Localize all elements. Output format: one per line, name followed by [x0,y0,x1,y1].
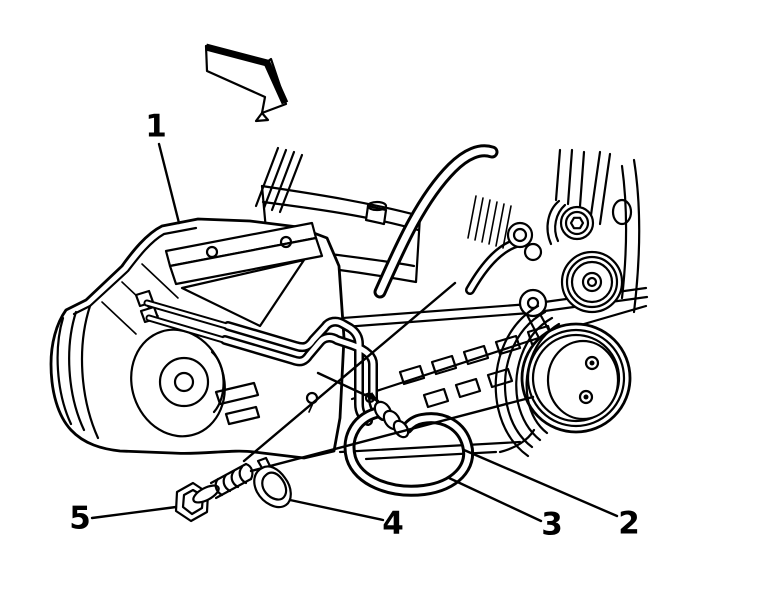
bolt-washer [192,484,220,504]
bell-housing-ribs [56,304,100,440]
drive-belt [494,304,561,458]
callout-2: 2 [618,505,640,542]
transmission-mount-bracket [164,221,324,286]
pointer-arrowhead [368,392,378,401]
callout-4: 4 [382,505,404,542]
leader-2 [462,448,619,518]
leader-5 [90,505,178,520]
alternator [467,195,543,262]
bolt-detail [174,462,254,523]
transmission-silhouette [49,217,346,460]
transmission-cooler-pipes [143,299,388,426]
leader-lines [90,142,619,523]
callout-3: 3 [541,506,563,543]
case-rib-plate [180,258,306,328]
engine-assembly [234,144,649,461]
leader-1 [157,142,181,225]
water-pump-pulley [546,199,595,246]
cut-off-lines [554,148,641,314]
upper-radiator-hose [373,144,499,299]
bracket-hole [611,198,633,226]
mount-bracket-ladder [398,324,554,409]
leader-3 [447,476,543,523]
crankshaft-pulley [494,304,632,458]
oil-pan-edge [338,428,536,461]
callout-5: 5 [69,500,91,537]
direction-arrow-icon [204,43,289,123]
cooler-hose-loop [343,392,475,497]
transmission-assembly [49,217,346,460]
spark-plug-wires [254,146,304,214]
callout-1: 1 [145,108,167,145]
bolt-threads [214,465,248,497]
leader-4 [288,498,385,522]
converter-hub [158,356,210,408]
case-slots [214,381,261,426]
tensioner-pulley [560,250,624,314]
heater-hose [465,237,525,295]
clamp-detail [253,456,292,509]
detail-pointer-wedge [242,281,535,473]
